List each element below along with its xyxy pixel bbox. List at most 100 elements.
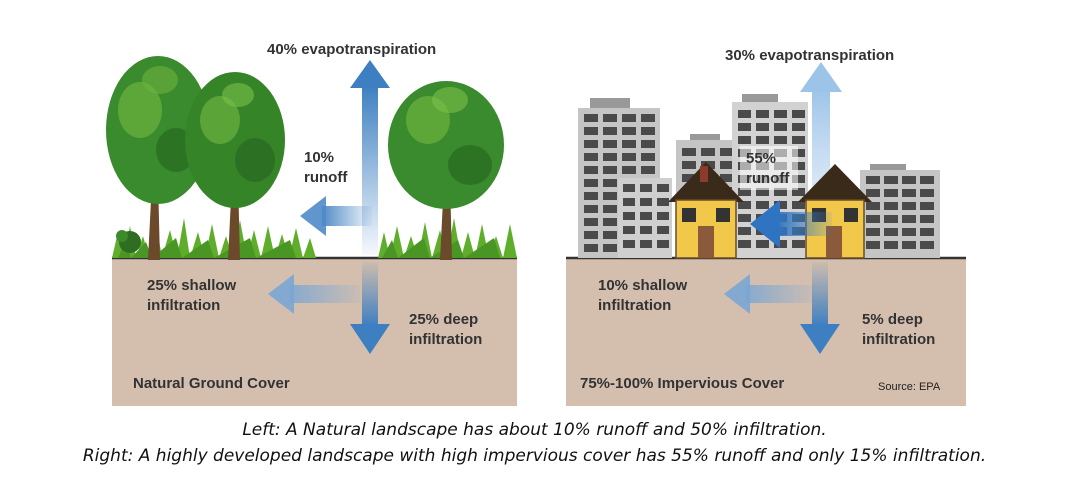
window — [584, 140, 598, 148]
left-runoff-label-1: 10% — [304, 149, 334, 166]
window — [902, 176, 916, 184]
right-deep-label-1: 5% deep — [862, 311, 923, 328]
right-grass-clump — [378, 218, 517, 258]
window — [902, 189, 916, 197]
window — [603, 153, 617, 161]
window — [738, 188, 751, 196]
shallow-infiltration-arrow — [268, 274, 360, 314]
window — [738, 227, 751, 235]
window — [902, 241, 916, 249]
window — [756, 240, 769, 248]
window — [657, 226, 669, 234]
deep-infiltration-arrow — [350, 262, 390, 354]
window — [720, 148, 734, 156]
right-runoff-label-2: runoff — [746, 170, 790, 187]
window — [866, 228, 880, 236]
window — [584, 192, 598, 200]
window — [866, 176, 880, 184]
window — [603, 244, 617, 252]
window — [584, 244, 598, 252]
window — [792, 175, 805, 183]
window — [792, 149, 805, 157]
caption-line-2: Right: A highly developed landscape with… — [82, 446, 987, 466]
window — [902, 228, 916, 236]
window — [866, 189, 880, 197]
window — [584, 166, 598, 174]
window — [603, 140, 617, 148]
window — [738, 214, 751, 222]
window — [603, 114, 617, 122]
right-deep-label-2: infiltration — [862, 331, 935, 348]
window — [774, 240, 787, 248]
window — [657, 198, 669, 206]
window — [738, 123, 751, 131]
window — [640, 184, 652, 192]
window — [657, 240, 669, 248]
window — [640, 226, 652, 234]
window — [920, 189, 934, 197]
deep-infiltration-arrow — [800, 262, 840, 354]
window — [657, 212, 669, 220]
window — [682, 174, 696, 182]
right-runoff-label-1: 55% — [746, 150, 776, 167]
window — [623, 226, 635, 234]
building-icon — [618, 178, 672, 258]
window — [920, 215, 934, 223]
window — [641, 166, 655, 174]
window — [657, 184, 669, 192]
window — [792, 123, 805, 131]
window — [884, 241, 898, 249]
runoff-arrow — [300, 196, 372, 236]
window — [738, 201, 751, 209]
window — [884, 176, 898, 184]
window — [603, 218, 617, 226]
window — [884, 215, 898, 223]
window — [756, 188, 769, 196]
left-deep-label-2: infiltration — [409, 331, 482, 348]
window — [738, 136, 751, 144]
window — [920, 202, 934, 210]
window — [603, 127, 617, 135]
window — [792, 188, 805, 196]
window — [792, 110, 805, 118]
window — [623, 184, 635, 192]
window — [738, 110, 751, 118]
window — [756, 110, 769, 118]
window — [774, 201, 787, 209]
window — [603, 192, 617, 200]
window — [603, 166, 617, 174]
right-evapotranspiration-label: 30% evapotranspiration — [725, 47, 894, 64]
window — [584, 114, 598, 122]
window — [792, 240, 805, 248]
window — [682, 148, 696, 156]
window — [641, 140, 655, 148]
window — [641, 114, 655, 122]
window — [756, 136, 769, 144]
left-shallow-label-2: infiltration — [147, 297, 220, 314]
window — [774, 136, 787, 144]
source-credit: Source: EPA — [878, 381, 941, 393]
window — [884, 202, 898, 210]
window — [866, 202, 880, 210]
tree-icon — [185, 72, 285, 260]
window — [584, 231, 598, 239]
window — [682, 161, 696, 169]
window — [623, 212, 635, 220]
runoff-arrow — [750, 200, 832, 248]
window — [756, 201, 769, 209]
right-shallow-label-2: infiltration — [598, 297, 671, 314]
window — [584, 179, 598, 187]
window — [584, 205, 598, 213]
window — [623, 198, 635, 206]
left-panel: 40% evapotranspiration 10% runoff 25% sh… — [106, 41, 517, 406]
right-panel: 30% evapotranspiration 55% runoff 10% sh… — [566, 47, 966, 406]
window — [884, 228, 898, 236]
window — [603, 231, 617, 239]
window — [640, 240, 652, 248]
window — [884, 189, 898, 197]
building-icon — [860, 164, 940, 258]
right-panel-title: 75%-100% Impervious Cover — [580, 375, 784, 392]
window — [622, 127, 636, 135]
right-soil — [566, 258, 966, 406]
